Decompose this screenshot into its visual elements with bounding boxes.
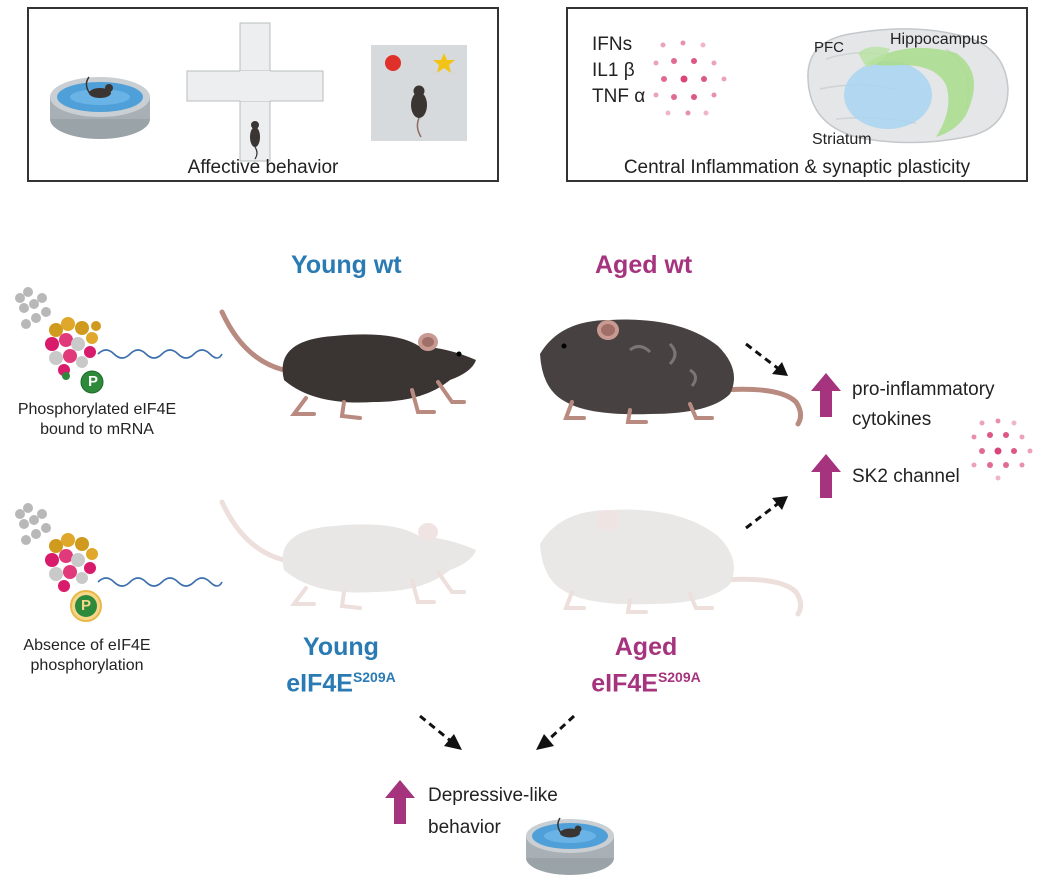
aged-wt-heading: Aged wt: [595, 251, 693, 279]
cytokine-cluster-icon: [971, 418, 1033, 481]
phosphorylated-label-line2: bound to mRNA: [40, 421, 154, 438]
absence-label-line2: phosphorylation: [30, 657, 144, 674]
affective-behavior-panel: Affective behavior: [27, 7, 499, 182]
phospho-badge-label: P: [87, 373, 98, 390]
young-mutant-mutation: S209A: [352, 669, 396, 685]
young-wt-heading: Young wt: [291, 251, 402, 279]
up-arrow-depressive-icon: [385, 780, 415, 824]
forced-swim-pool-small-icon: [526, 817, 614, 875]
phosphorylated-eif4e-label: Phosphorylated eIF4E bound to mRNA: [0, 400, 194, 440]
cytokine-tnfa: TNF α: [592, 86, 646, 107]
region-hippocampus-label: Hippocampus: [890, 31, 988, 48]
phosphorylated-eif4e-structure-icon: [15, 287, 223, 394]
depressive-line1: Depressive-like: [428, 785, 558, 806]
up-arrow-sk2-icon: [811, 454, 841, 498]
central-inflammation-panel: IFNs IL1 β TNF α PFC Hippocampus Striatu…: [566, 7, 1028, 182]
young-wt-mouse-icon: [219, 309, 476, 420]
young-mutant-gene: eIF4E: [286, 669, 353, 698]
cytokine-il1b: IL1 β: [592, 60, 635, 81]
region-pfc-label: PFC: [814, 39, 844, 56]
object-recognition-arena-icon: [371, 45, 467, 141]
aged-mutant-gene: eIF4E: [591, 669, 658, 698]
cytokines-line1: pro-inflammatory: [852, 379, 995, 400]
phosphorylated-label-line1: Phosphorylated eIF4E: [17, 401, 177, 418]
young-mutant-heading: Young eIF4ES209A: [276, 632, 406, 698]
absent-badge-label: P: [80, 597, 91, 614]
cytokine-ifns: IFNs: [592, 34, 633, 55]
cytokine-dots-icon: [653, 40, 727, 116]
sk2-channel-label: SK2 channel: [852, 466, 960, 487]
plus-maze-icon: [186, 22, 324, 162]
cytokines-line2: cytokines: [852, 409, 932, 430]
arrow-aged-mutant-to-sk2: [745, 496, 788, 530]
aged-mutant-mouse-icon: [540, 509, 804, 617]
aged-wt-mouse-icon: [540, 319, 804, 427]
central-inflammation-caption: Central Inflammation & synaptic plastici…: [623, 157, 971, 178]
young-mutant-heading-line2: eIF4ES209A: [276, 662, 406, 698]
cytokines-outcome-label: pro-inflammatory cytokines: [852, 378, 995, 432]
unphosphorylated-eif4e-structure-icon: [15, 503, 223, 622]
arrow-young-mutant-to-depressive: [419, 714, 462, 750]
depressive-behavior-label: Depressive-like behavior: [428, 784, 558, 840]
arrow-aged-mutant-to-depressive: [536, 714, 576, 750]
region-striatum-label: Striatum: [812, 131, 872, 148]
arrow-aged-to-cytokines: [745, 342, 788, 376]
young-mutant-heading-line1: Young: [303, 633, 379, 661]
depressive-line2: behavior: [428, 817, 501, 838]
up-arrow-cytokines-icon: [811, 373, 841, 417]
forced-swim-pool-icon: [50, 76, 150, 139]
brain-icon: [807, 28, 1009, 144]
affective-behavior-caption: Affective behavior: [187, 157, 339, 178]
absence-eif4e-label: Absence of eIF4E phosphorylation: [0, 636, 174, 676]
aged-mutant-heading-line1: Aged: [614, 633, 678, 661]
aged-mutant-heading-line2: eIF4ES209A: [581, 662, 711, 698]
aged-mutant-heading: Aged eIF4ES209A: [581, 632, 711, 698]
aged-mutant-mutation: S209A: [657, 669, 701, 685]
absence-label-line1: Absence of eIF4E: [23, 637, 151, 654]
young-mutant-mouse-icon: [219, 499, 476, 610]
